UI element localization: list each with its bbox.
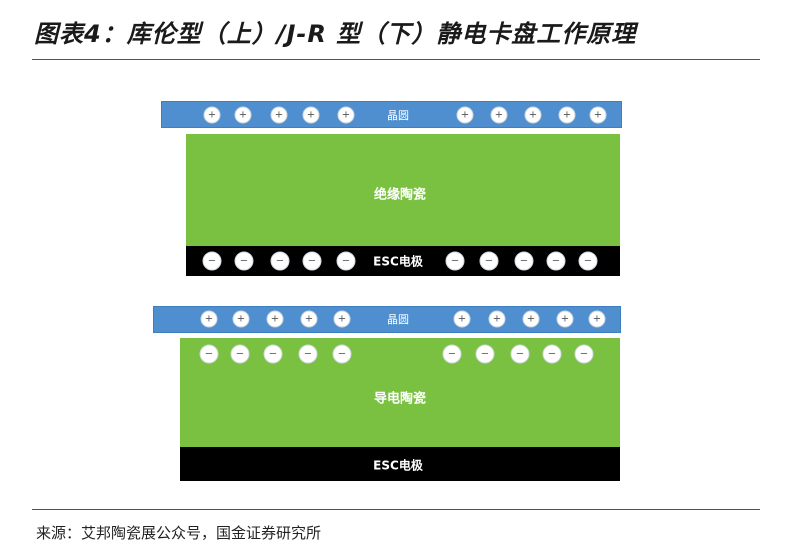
negative-charge-icon: − [475, 344, 495, 364]
negative-charge-icon: − [442, 344, 462, 364]
positive-charge-icon: + [488, 310, 506, 328]
positive-charge-icon: + [203, 106, 221, 124]
positive-charge-icon: + [522, 310, 540, 328]
negative-charge-icon: − [270, 251, 290, 271]
negative-charge-icon: − [445, 251, 465, 271]
negative-charge-icon: − [514, 251, 534, 271]
positive-charge-icon: + [200, 310, 218, 328]
negative-charge-icon: − [574, 344, 594, 364]
negative-charge-icon: − [479, 251, 499, 271]
figure-title: 图表4：库伦型（上）/J-R 型（下）静电卡盘工作原理 [34, 20, 637, 48]
positive-charge-icon: + [589, 106, 607, 124]
positive-charge-icon: + [302, 106, 320, 124]
positive-charge-icon: + [300, 310, 318, 328]
negative-charge-icon: − [578, 251, 598, 271]
negative-charge-icon: − [336, 251, 356, 271]
top-divider [32, 59, 760, 60]
bottom-ceramic-label: 导电陶瓷 [373, 391, 427, 407]
top-electrode-label: ESC电极 [373, 254, 423, 269]
positive-charge-icon: + [232, 310, 250, 328]
negative-charge-icon: − [234, 251, 254, 271]
negative-charge-icon: − [546, 251, 566, 271]
positive-charge-icon: + [266, 310, 284, 328]
positive-charge-icon: + [270, 106, 288, 124]
positive-charge-icon: + [558, 106, 576, 124]
top-ceramic-label: 绝缘陶瓷 [373, 187, 427, 203]
positive-charge-icon: + [453, 310, 471, 328]
positive-charge-icon: + [456, 106, 474, 124]
negative-charge-icon: − [332, 344, 352, 364]
source-note: 来源：艾邦陶瓷展公众号，国金证券研究所 [36, 524, 322, 542]
positive-charge-icon: + [234, 106, 252, 124]
bottom-electrode-label: ESC电极 [373, 458, 423, 473]
negative-charge-icon: − [298, 344, 318, 364]
positive-charge-icon: + [556, 310, 574, 328]
top-wafer-label: 晶圆 [387, 109, 409, 122]
top-insulating-ceramic [186, 134, 620, 246]
positive-charge-icon: + [333, 310, 351, 328]
negative-charge-icon: − [263, 344, 283, 364]
bottom-wafer-label: 晶圆 [387, 313, 409, 326]
negative-charge-icon: − [510, 344, 530, 364]
negative-charge-icon: − [302, 251, 322, 271]
positive-charge-icon: + [490, 106, 508, 124]
negative-charge-icon: − [230, 344, 250, 364]
negative-charge-icon: − [202, 251, 222, 271]
bottom-wafer [153, 306, 621, 333]
positive-charge-icon: + [588, 310, 606, 328]
bottom-esc-electrode [180, 447, 620, 481]
positive-charge-icon: + [524, 106, 542, 124]
negative-charge-icon: − [199, 344, 219, 364]
bottom-divider [32, 509, 760, 510]
positive-charge-icon: + [337, 106, 355, 124]
negative-charge-icon: − [542, 344, 562, 364]
